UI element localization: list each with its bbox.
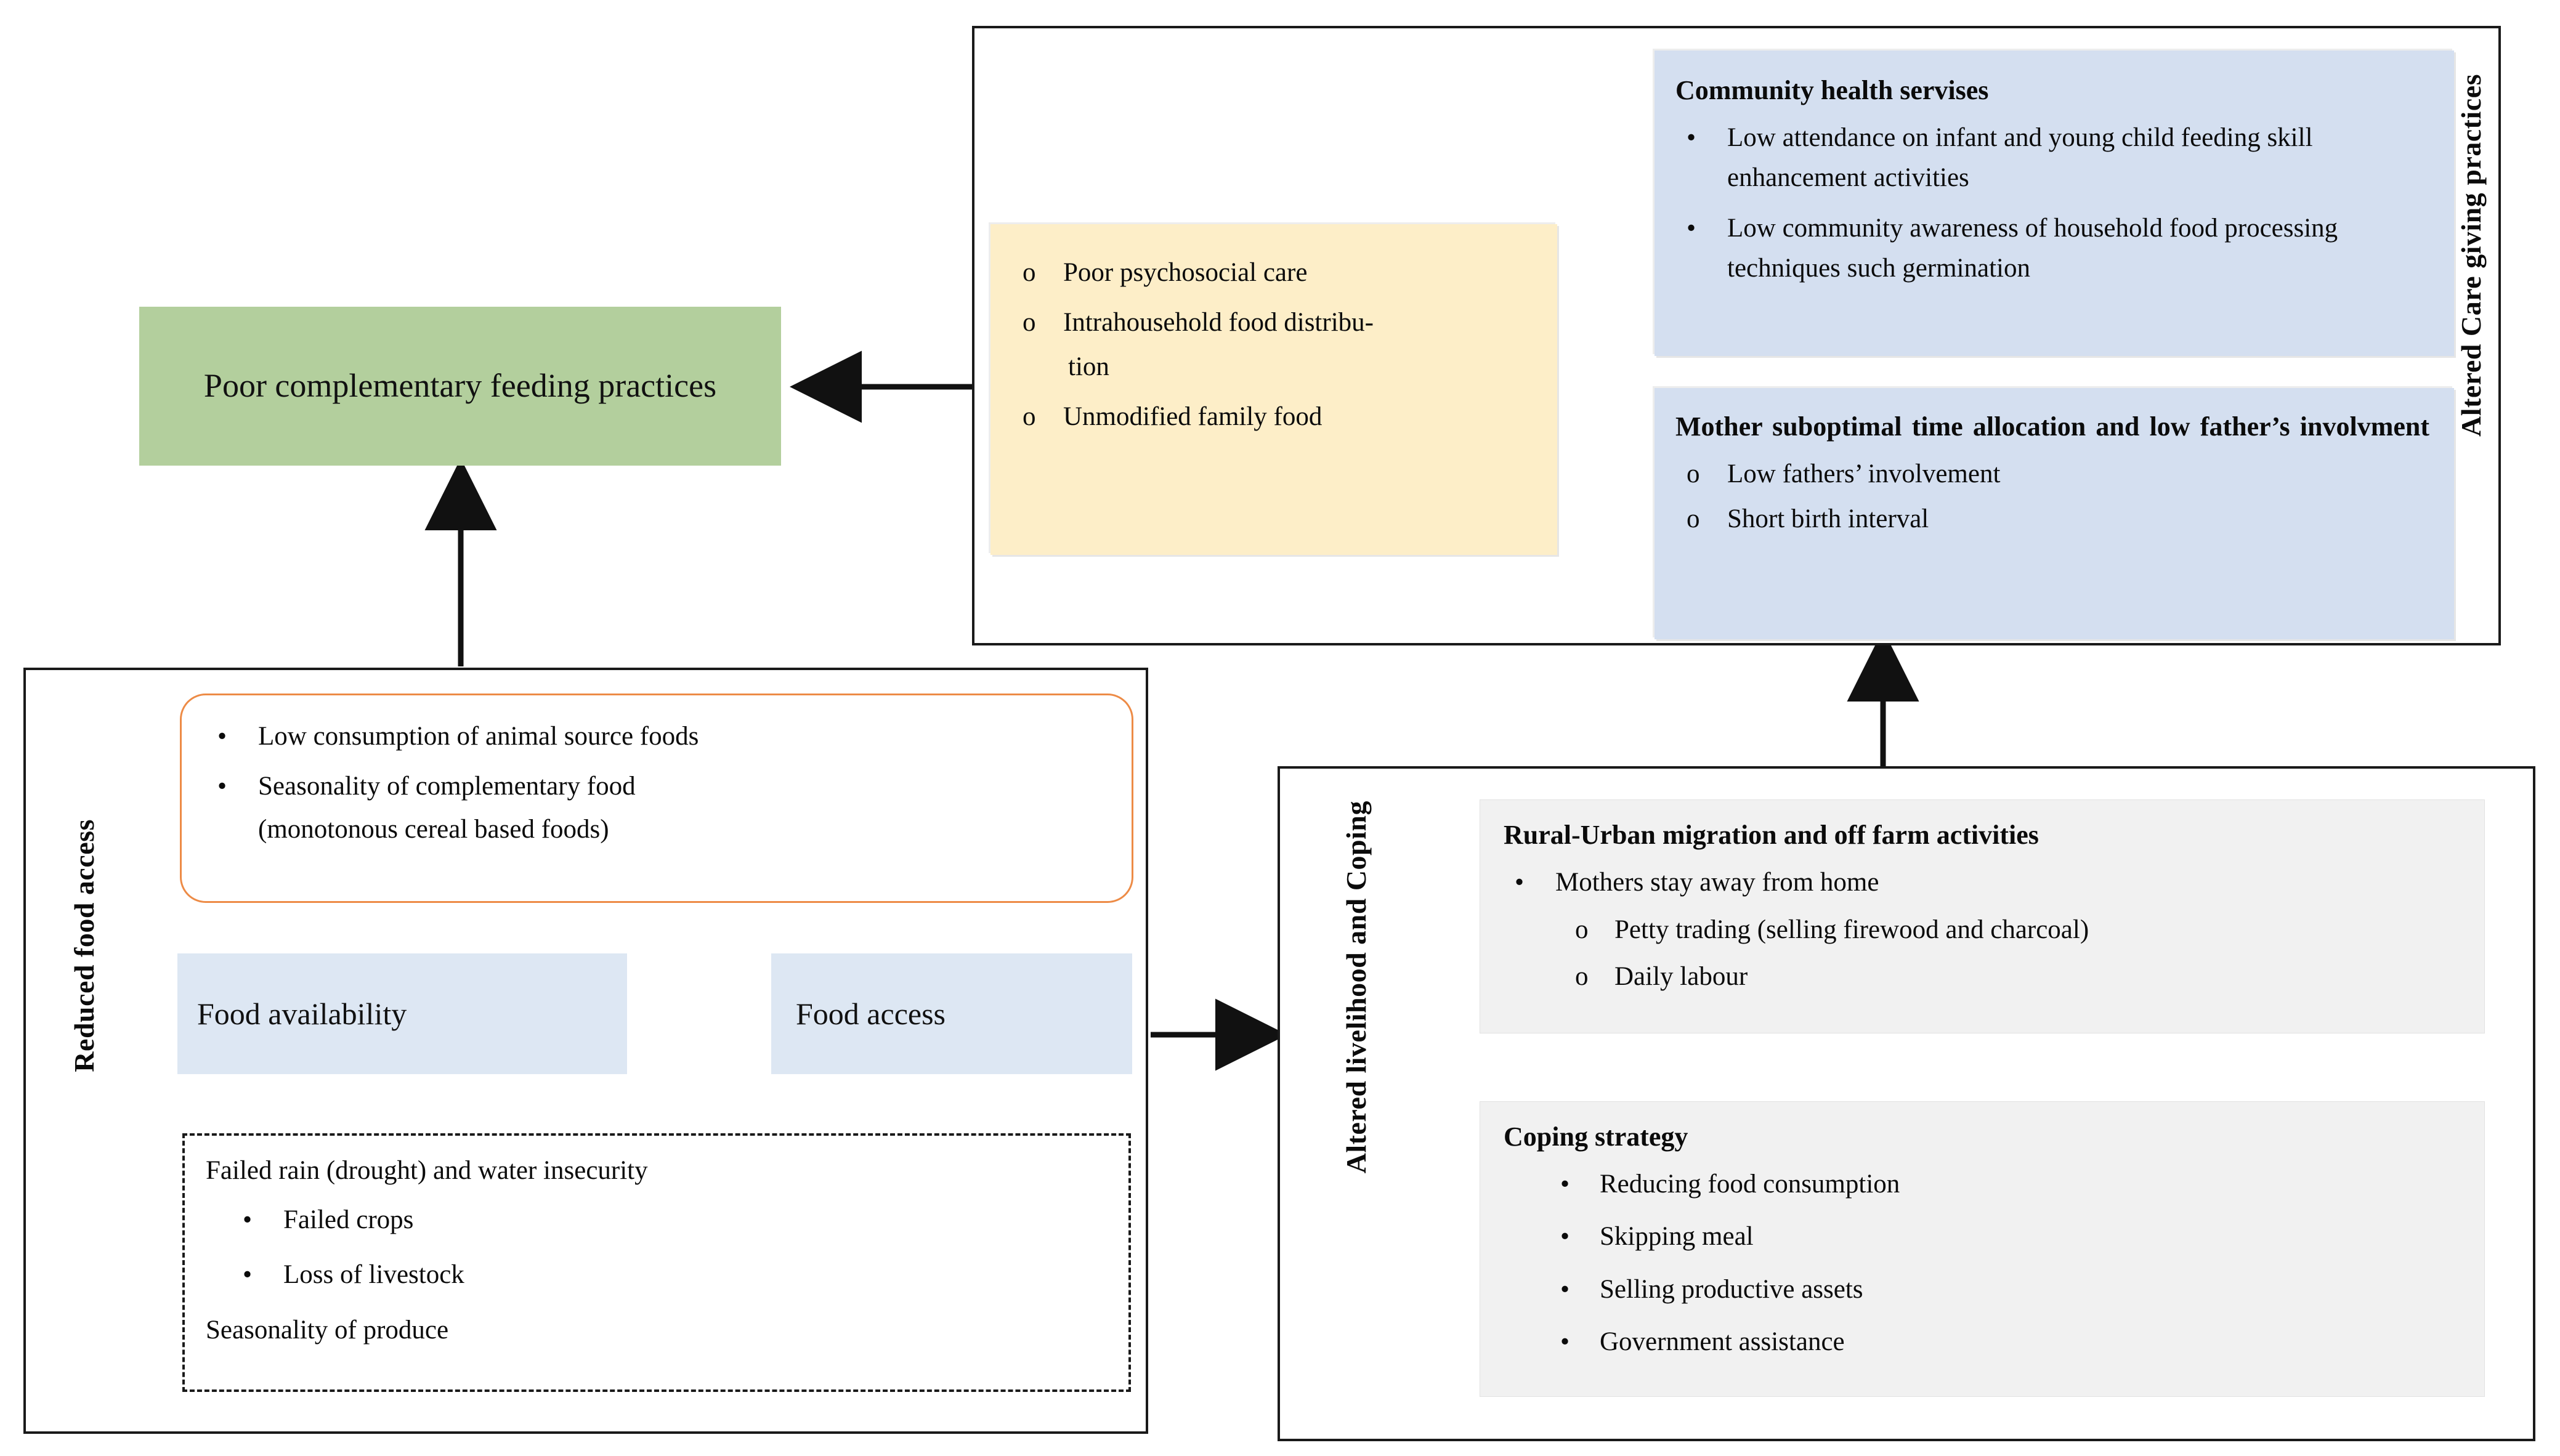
list-item-text: Low consumption of animal source foods — [258, 722, 699, 751]
bullet-marker: • — [243, 1205, 253, 1235]
migration-heading: Rural-Urban migration and off farm activ… — [1504, 820, 2039, 850]
bullet-marker: o — [1023, 258, 1036, 287]
bullet-marker: o — [1687, 459, 1700, 488]
list-item-text: Mothers stay away from home — [1555, 867, 1879, 897]
list-item: • Failed crops — [206, 1200, 1108, 1240]
list-item-text: Short birth interval — [1727, 504, 1929, 534]
mother-time-list: o Low fathers’ involvement o Short birth… — [1675, 454, 2429, 540]
caregiving-practices-box[interactable]: o Poor psychosocial care o Intrahousehol… — [990, 224, 1557, 555]
community-health-list: • Low attendance on infant and young chi… — [1675, 118, 2429, 288]
drought-footer: Seasonality of produce — [206, 1315, 449, 1345]
caregiving-practices-list: o Poor psychosocial care o Intrahousehol… — [1011, 253, 1536, 437]
list-item: o Daily labour — [1504, 957, 2461, 997]
list-item-text: Low community awareness of household foo… — [1727, 213, 2338, 283]
list-item-text: Petty trading (selling firewood and char… — [1614, 915, 2089, 945]
outcome-label: Poor complementary feeding practices — [203, 367, 717, 405]
list-item-text: Failed crops — [283, 1205, 414, 1235]
bullet-marker: o — [1023, 402, 1036, 432]
panel-label-altered-livelihood-and-coping: Altered livelihood and Coping — [1340, 801, 1372, 1174]
bullet-marker: • — [1560, 1222, 1570, 1252]
list-item-text: Low fathers’ involvement — [1727, 459, 2001, 488]
bullet-marker: o — [1023, 308, 1036, 338]
list-item: • Government assistance — [1504, 1322, 2461, 1362]
list-item: • Reducing food consumption — [1504, 1164, 2461, 1204]
list-item-text: Skipping meal — [1600, 1222, 1754, 1252]
list-item-text: tion — [1068, 352, 1109, 381]
list-item: o Intrahousehold food distribu- — [1011, 302, 1536, 342]
drought-box[interactable]: Failed rain (drought) and water insecuri… — [182, 1133, 1131, 1392]
bullet-marker: • — [1687, 123, 1696, 152]
panel-label-reduced-food-access: Reduced food access — [68, 819, 100, 1072]
bullet-marker: • — [243, 1260, 253, 1290]
coping-heading: Coping strategy — [1504, 1122, 1688, 1152]
coping-list: • Reducing food consumption • Skipping m… — [1504, 1164, 2461, 1362]
list-item-text: Seasonality of complementary food — [258, 772, 636, 801]
mother-time-heading: Mother suboptimal time allocation and lo… — [1675, 411, 2429, 442]
list-item-text: (monotonous cereal based foods) — [258, 814, 609, 844]
list-item: • Skipping meal — [1504, 1216, 2461, 1256]
list-item-text: Government assistance — [1600, 1327, 1845, 1357]
community-health-services-box[interactable]: Community health servises • Low attendan… — [1655, 51, 2454, 356]
diet-quality-list: • Low consumption of animal source foods… — [206, 716, 1107, 849]
list-item: • Low consumption of animal source foods — [206, 716, 1107, 756]
mother-time-allocation-box[interactable]: Mother suboptimal time allocation and lo… — [1655, 388, 2454, 639]
bullet-marker: • — [217, 772, 227, 801]
rural-urban-migration-box[interactable]: Rural-Urban migration and off farm activ… — [1480, 799, 2485, 1033]
list-item: o Short birth interval — [1675, 499, 2429, 539]
bullet-marker: • — [1687, 213, 1696, 243]
list-item-text: Low attendance on infant and young child… — [1727, 123, 2313, 193]
list-item: • Low community awareness of household f… — [1675, 208, 2429, 289]
food-access-label: Food access — [796, 997, 946, 1031]
list-item: • Selling productive assets — [1504, 1269, 2461, 1309]
panel-label-altered-care-giving-practices: Altered Care giving practices — [2455, 74, 2487, 437]
list-item: o Petty trading (selling firewood and ch… — [1504, 910, 2461, 950]
list-item: • Mothers stay away from home — [1504, 862, 2461, 902]
drought-list: • Failed crops • Loss of livestock — [206, 1200, 1108, 1295]
list-item-text: Daily labour — [1614, 961, 1748, 991]
list-item: o Unmodified family food — [1011, 397, 1536, 437]
list-item-continuation: (monotonous cereal based foods) — [206, 809, 1107, 849]
list-item-text: Loss of livestock — [283, 1260, 464, 1290]
drought-heading: Failed rain (drought) and water insecuri… — [206, 1156, 648, 1185]
bullet-marker: o — [1575, 915, 1589, 945]
bullet-marker: • — [1560, 1274, 1570, 1304]
bullet-marker: • — [1560, 1169, 1570, 1199]
list-item: • Loss of livestock — [206, 1255, 1108, 1295]
community-health-heading: Community health servises — [1675, 75, 1989, 105]
list-item-text: Reducing food consumption — [1600, 1169, 1900, 1199]
list-item-text: Intrahousehold food distribu- — [1063, 308, 1374, 338]
list-item: o Poor psychosocial care — [1011, 253, 1536, 293]
list-item: • Seasonality of complementary food — [206, 766, 1107, 806]
list-item: o Low fathers’ involvement — [1675, 454, 2429, 494]
migration-list: • Mothers stay away from home o Petty tr… — [1504, 862, 2461, 997]
bullet-marker: o — [1575, 961, 1589, 991]
diet-quality-box[interactable]: • Low consumption of animal source foods… — [180, 694, 1133, 903]
outcome-box-poor-complementary-feeding[interactable]: Poor complementary feeding practices — [139, 307, 781, 466]
list-item-text: Poor psychosocial care — [1063, 258, 1308, 287]
food-availability-box[interactable]: Food availability — [177, 953, 627, 1074]
food-availability-label: Food availability — [197, 997, 407, 1031]
bullet-marker: o — [1687, 504, 1700, 534]
bullet-marker: • — [1560, 1327, 1570, 1357]
bullet-marker: • — [1515, 867, 1525, 897]
list-item-text: Unmodified family food — [1063, 402, 1323, 432]
coping-strategy-box[interactable]: Coping strategy • Reducing food consumpt… — [1480, 1101, 2485, 1397]
bullet-marker: • — [217, 722, 227, 751]
list-item-continuation: tion — [1011, 347, 1536, 387]
food-access-box[interactable]: Food access — [771, 953, 1132, 1074]
list-item: • Low attendance on infant and young chi… — [1675, 118, 2429, 198]
list-item-text: Selling productive assets — [1600, 1274, 1863, 1304]
